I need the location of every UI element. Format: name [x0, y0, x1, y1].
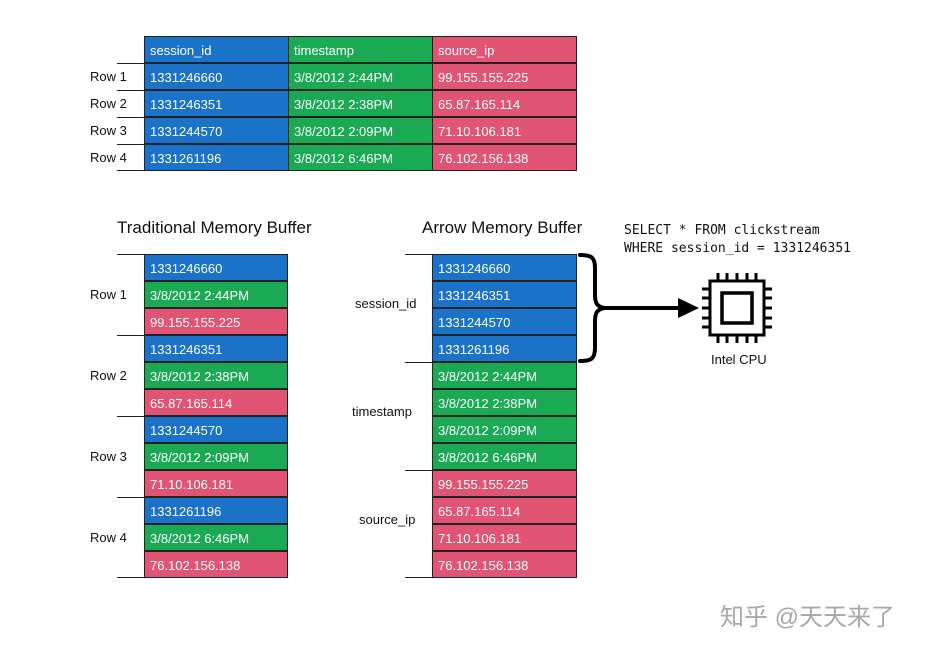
row-label: Row 2 [90, 96, 127, 111]
group-divider [405, 362, 433, 363]
group-divider [405, 470, 433, 471]
row-label: Row 3 [90, 449, 127, 464]
table-cell: 1331261196 [144, 144, 289, 171]
table-cell: 1331246660 [144, 63, 289, 90]
query-line-1: SELECT * FROM clickstream [624, 223, 820, 238]
buffer-cell: 71.10.106.181 [432, 524, 577, 551]
cpu-chip-icon [702, 273, 772, 343]
buffer-cell: 3/8/2012 2:38PM [144, 362, 288, 389]
group-divider [405, 577, 433, 578]
buffer-cell: 99.155.155.225 [432, 470, 577, 497]
arrow-buffer-title: Arrow Memory Buffer [422, 218, 583, 237]
table-cell: 1331246351 [144, 90, 289, 117]
row-label: Row 4 [90, 150, 127, 165]
group-divider [117, 577, 145, 578]
buffer-cell: 1331261196 [432, 335, 577, 362]
table-cell: 65.87.165.114 [432, 90, 577, 117]
group-divider [117, 335, 145, 336]
table-cell: 1331244570 [144, 117, 289, 144]
buffer-cell: 3/8/2012 6:46PM [432, 443, 577, 470]
query-line-2: WHERE session_id = 1331246351 [624, 241, 851, 256]
buffer-cell: 1331261196 [144, 497, 288, 524]
table-cell: 3/8/2012 2:38PM [288, 90, 433, 117]
header-session-id: session_id [144, 36, 289, 63]
row-divider [117, 170, 145, 171]
brace-arrow-graphic [578, 253, 699, 363]
row-divider [117, 90, 145, 91]
buffer-cell: 76.102.156.138 [144, 551, 288, 578]
row-label: Row 4 [90, 530, 127, 545]
arrow-head [678, 298, 699, 318]
traditional-buffer-title: Traditional Memory Buffer [117, 218, 312, 237]
buffer-cell: 1331246660 [144, 254, 288, 281]
column-label-timestamp: timestamp [352, 404, 412, 419]
group-divider [117, 497, 145, 498]
buffer-cell: 65.87.165.114 [144, 389, 288, 416]
row-divider [117, 144, 145, 145]
table-cell: 3/8/2012 2:09PM [288, 117, 433, 144]
table-cell: 71.10.106.181 [432, 117, 577, 144]
row-label: Row 2 [90, 368, 127, 383]
cpu-label: Intel CPU [711, 352, 767, 367]
buffer-cell: 1331246351 [144, 335, 288, 362]
buffer-cell: 3/8/2012 6:46PM [144, 524, 288, 551]
buffer-cell: 65.87.165.114 [432, 497, 577, 524]
row-label: Row 3 [90, 123, 127, 138]
row-divider [117, 63, 145, 64]
table-cell: 3/8/2012 2:44PM [288, 63, 433, 90]
table-cell: 99.155.155.225 [432, 63, 577, 90]
row-label: Row 1 [90, 69, 127, 84]
buffer-cell: 3/8/2012 2:09PM [432, 416, 577, 443]
column-label-source-ip: source_ip [359, 512, 416, 527]
buffer-cell: 3/8/2012 2:38PM [432, 389, 577, 416]
group-divider [117, 416, 145, 417]
header-timestamp: timestamp [288, 36, 433, 63]
buffer-cell: 1331244570 [432, 308, 577, 335]
buffer-cell: 3/8/2012 2:44PM [144, 281, 288, 308]
buffer-cell: 99.155.155.225 [144, 308, 288, 335]
column-label-session-id: session_id [355, 296, 417, 311]
group-divider [117, 254, 145, 255]
header-source-ip: source_ip [432, 36, 577, 63]
table-cell: 3/8/2012 6:46PM [288, 144, 433, 171]
row-label: Row 1 [90, 287, 127, 302]
row-divider [117, 117, 145, 118]
buffer-cell: 1331244570 [144, 416, 288, 443]
buffer-cell: 3/8/2012 2:09PM [144, 443, 288, 470]
buffer-cell: 1331246660 [432, 254, 577, 281]
buffer-cell: 3/8/2012 2:44PM [432, 362, 577, 389]
table-cell: 76.102.156.138 [432, 144, 577, 171]
curly-brace [578, 253, 606, 363]
buffer-cell: 71.10.106.181 [144, 470, 288, 497]
group-divider [405, 254, 433, 255]
buffer-cell: 76.102.156.138 [432, 551, 577, 578]
buffer-cell: 1331246351 [432, 281, 577, 308]
watermark-text: 知乎 @天天来了 [720, 604, 896, 631]
